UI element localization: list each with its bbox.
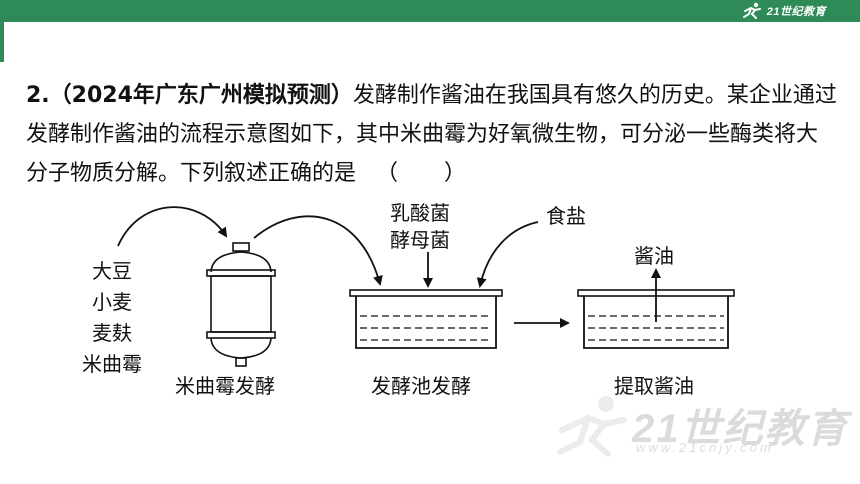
brand-text: 21世纪教育 [766, 6, 826, 18]
question-text: 2.（2024年广东广州模拟预测）发酵制作酱油在我国具有悠久的历史。某企业通过发… [26, 76, 838, 193]
runner-icon [742, 2, 761, 19]
question-stem: 发酵制作酱油在我国具有悠久的历史。某企业通过发酵制作酱油的流程示意图如下，其中米… [26, 83, 837, 186]
product-label: 酱油 [634, 244, 674, 268]
arrow-salt [476, 221, 539, 288]
salt-label: 食盐 [546, 204, 586, 228]
question-source: （2024年广东广州模拟预测） [49, 83, 353, 108]
left-accent [0, 22, 4, 62]
question-number: 2. [26, 83, 50, 108]
header-bar [0, 0, 860, 22]
input-item: 大豆 [92, 259, 132, 283]
arrow-inputs-to-fermenter [117, 206, 228, 247]
arrow-fermenter-to-tank [253, 215, 383, 286]
input-item: 麦麸 [92, 321, 132, 345]
stage2-label: 发酵池发酵 [371, 374, 471, 398]
answer-bracket[interactable]: （） [376, 161, 467, 186]
additives-label: 乳酸菌 酵母菌 [390, 201, 450, 252]
input-item: 小麦 [92, 290, 132, 314]
input-materials: 大豆 小麦 麦麸 米曲霉 [72, 256, 152, 380]
fermenter-vessel [206, 242, 276, 367]
watermark-brand: 21世纪教育 [632, 407, 849, 451]
watermark-url: www.21cnjy.com [636, 440, 774, 455]
brand-logo: 21世纪教育 [741, 2, 826, 20]
watermark-runner-icon [557, 396, 627, 457]
fermentation-tank [349, 289, 503, 349]
stage3-label: 提取酱油 [614, 374, 694, 398]
stage1-label: 米曲霉发酵 [175, 374, 275, 398]
input-item: 米曲霉 [82, 352, 142, 376]
